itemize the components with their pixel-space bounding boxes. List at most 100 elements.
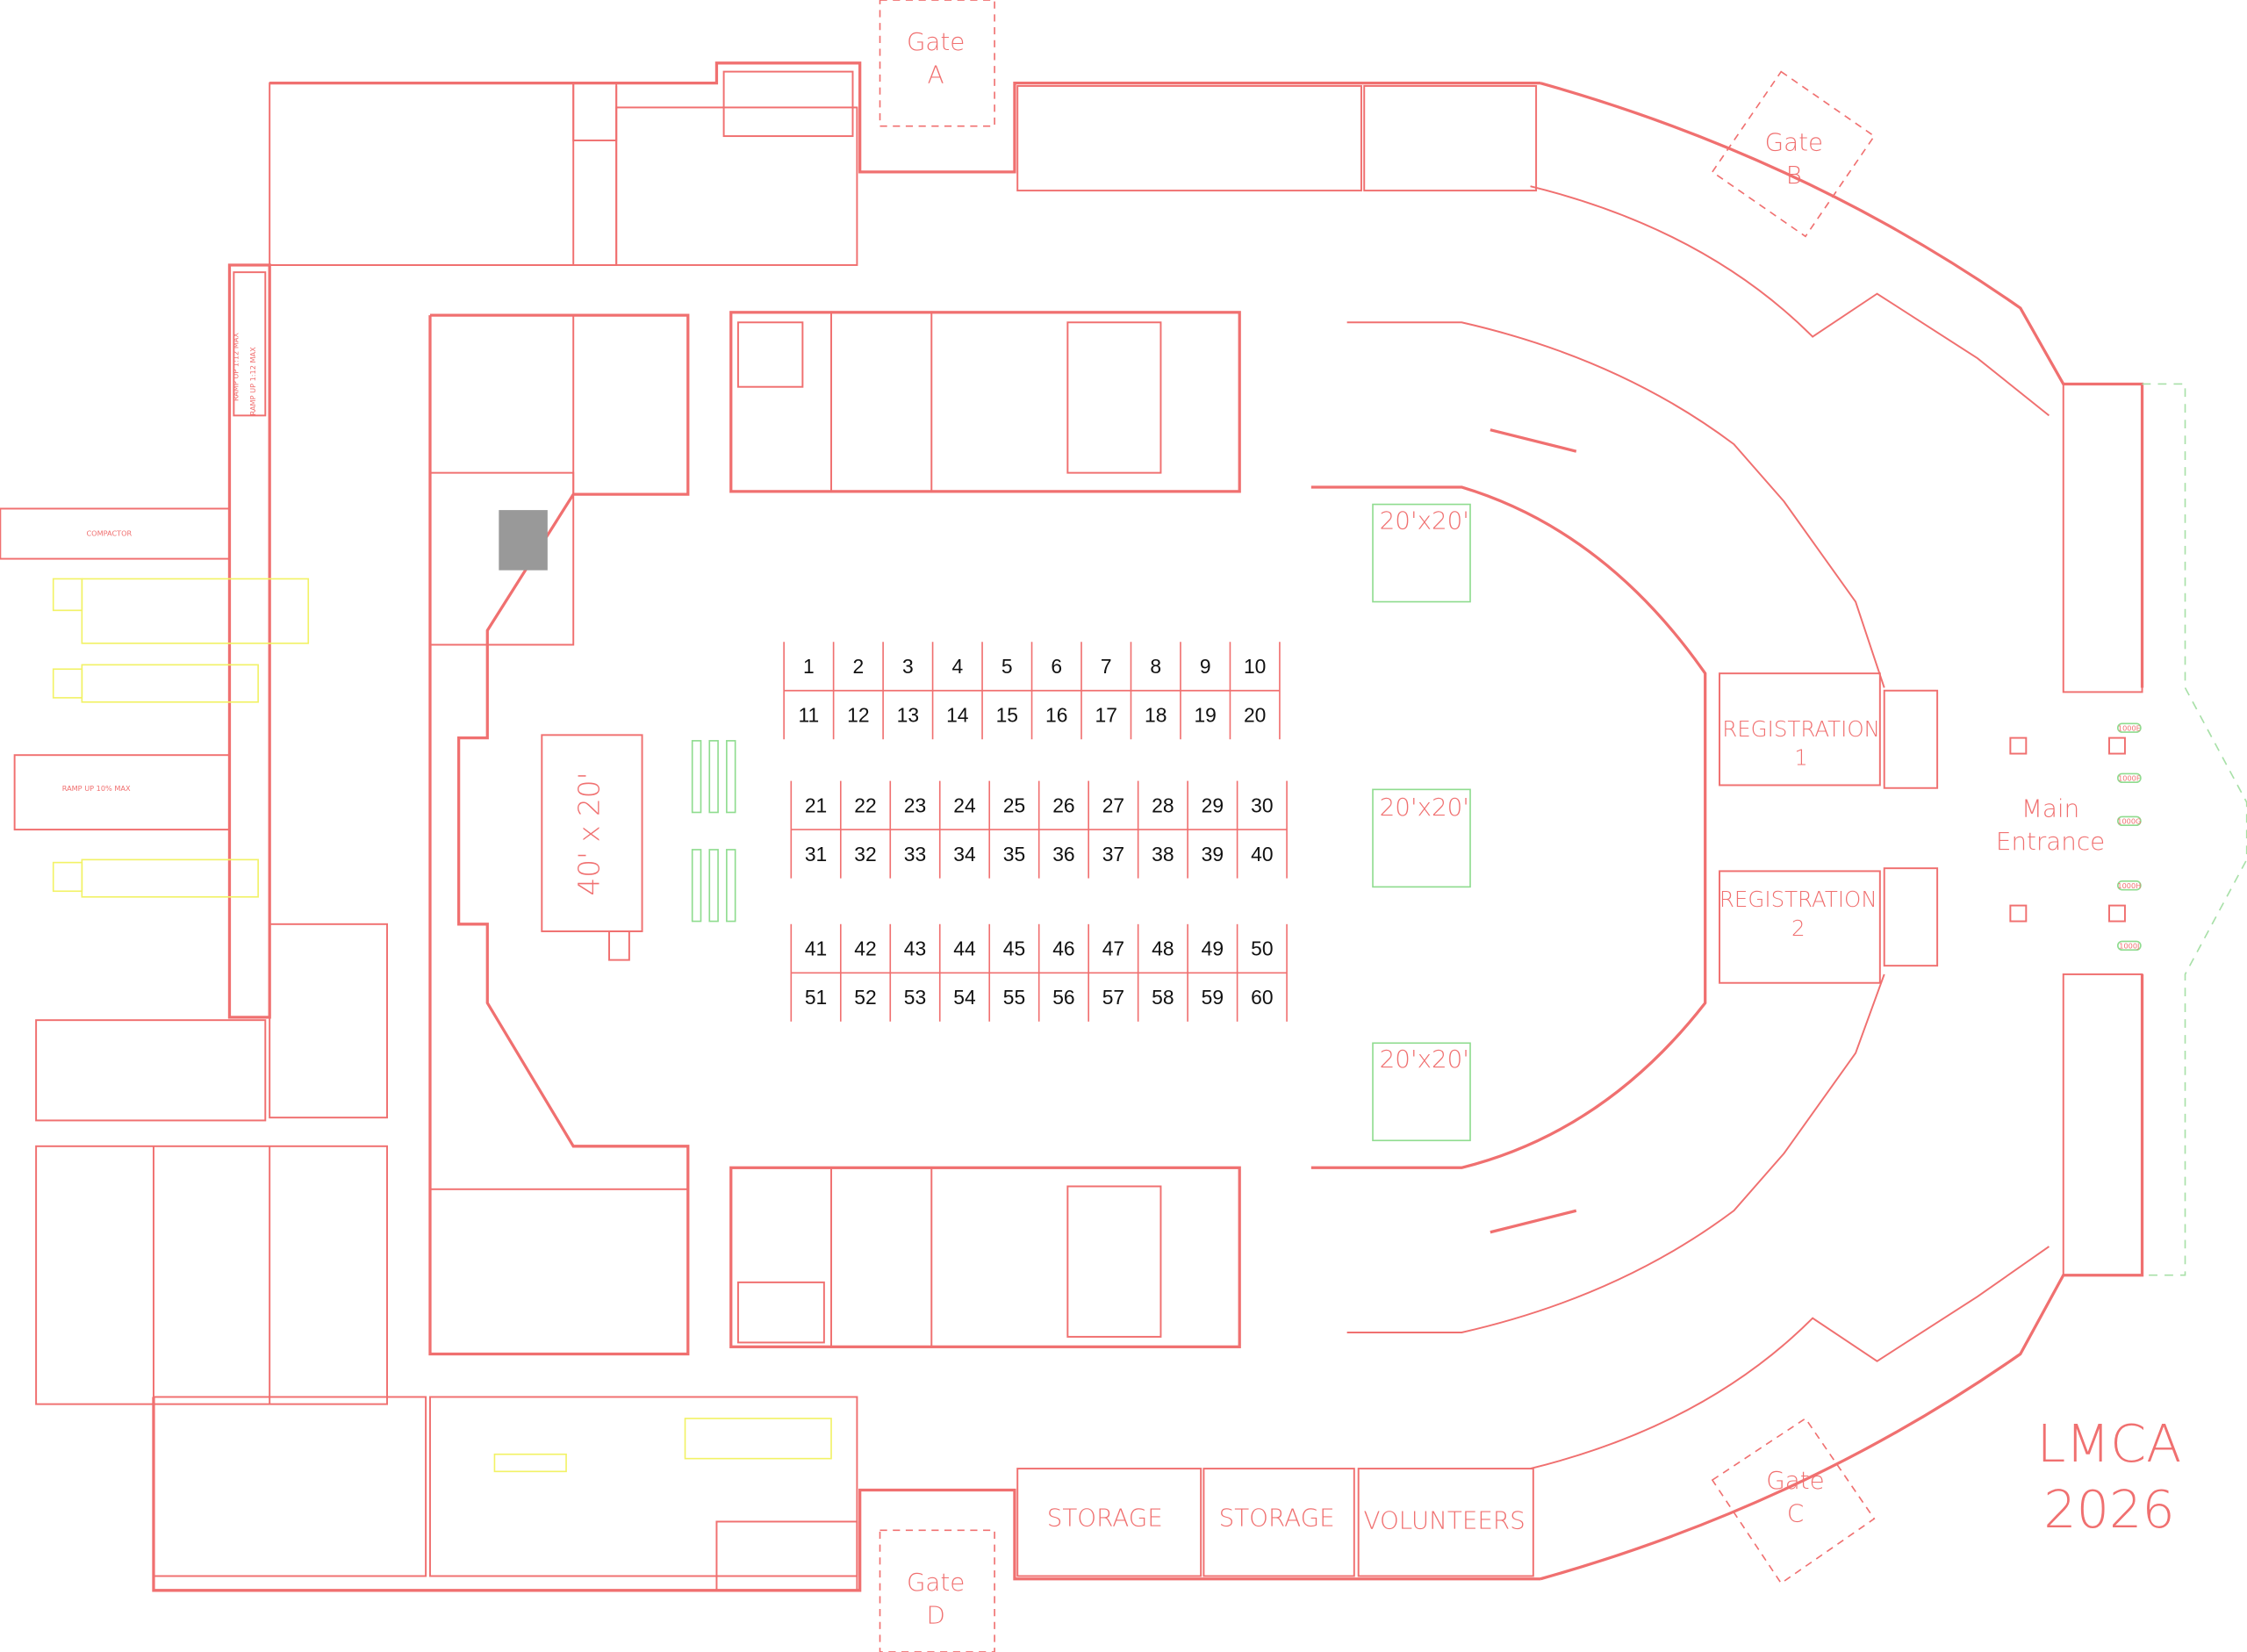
storage-1-label: STORAGE [1047,1503,1163,1532]
booth-number: 28 [1152,794,1174,816]
booth-number: 12 [847,704,869,727]
booth-number: 49 [1202,937,1224,960]
booth-number: 22 [854,794,876,816]
booth-number: 16 [1045,704,1067,727]
booth-number: 3 [902,655,914,678]
door-tag: 1000E [2118,723,2141,732]
registration-1-label: REGISTRATION [1722,716,1880,742]
booth-number: 7 [1101,655,1112,678]
booth-number: 20 [1244,704,1266,727]
gate-d-letter: D [926,1600,944,1629]
registration-1[interactable]: REGISTRATION 1 [1722,716,1880,771]
booth-number: 42 [854,937,876,960]
event-title-line-1: LMCA [2037,1413,2182,1474]
booth-number: 44 [953,937,976,960]
booth-number: 18 [1145,704,1167,727]
booth-number: 25 [1003,794,1025,816]
booth-number: 54 [953,986,976,1009]
booth-20x20-label: 20'x20' [1380,1045,1469,1074]
booth-number: 36 [1052,843,1074,866]
booth-number: 47 [1102,937,1124,960]
booth-number: 43 [904,937,926,960]
booth-number: 59 [1202,986,1224,1009]
loading-dock-trucks [52,578,832,1473]
booth-number: 32 [854,843,876,866]
storage-2-label: STORAGE [1219,1503,1335,1532]
gate-c-letter: C [1787,1498,1804,1527]
registration-2-number: 2 [1791,916,1805,941]
seating-rows [691,740,736,923]
building-walls [0,61,2247,1592]
booth-number: 23 [904,794,926,816]
booth-number: 19 [1194,704,1216,727]
main-entrance-label-2: Entrance [1996,827,2105,856]
gate-b-label: Gate [1765,127,1823,156]
booth-20x20-label: 20'x20' [1380,793,1469,822]
ramp-loading-label: RAMP UP 10% MAX [62,784,131,793]
booth-number: 56 [1052,986,1074,1009]
compactor-label: COMPACTOR [86,528,132,537]
booth-number: 11 [799,704,820,727]
registration-2[interactable]: REGISTRATION 2 [1719,887,1877,941]
booth-number: 58 [1152,986,1174,1009]
booth-number: 29 [1202,794,1224,816]
booth-number: 6 [1051,655,1062,678]
booth-20x20-1[interactable]: 20'x20' [1372,503,1471,603]
gate-a-letter: A [928,61,944,90]
booth-number: 30 [1251,794,1273,816]
booth-number: 45 [1003,937,1025,960]
booth-number: 17 [1095,704,1117,727]
booth-number: 5 [1001,655,1013,678]
booth-number: 10 [1244,655,1266,678]
booth-number: 46 [1052,937,1074,960]
booth-number: 48 [1152,937,1174,960]
booth-number: 60 [1251,986,1273,1009]
gate-b-letter: B [1786,161,1802,190]
door-tag: 1000F [2118,774,2141,783]
booth-number: 2 [853,655,865,678]
gate-c-label: Gate [1766,1466,1824,1495]
booth-number: 55 [1003,986,1025,1009]
door-tag: 1000G [2117,817,2141,826]
door-tag: 1000H [2117,881,2141,890]
gate-d[interactable]: Gate D [879,1529,995,1652]
door-tags: 1000E 1000F 1000G 1000H 1000J [2116,722,2142,952]
booth-number: 26 [1052,794,1074,816]
booth-number: 31 [805,843,827,866]
booth-number: 21 [805,794,827,816]
booth-20x20-2[interactable]: 20'x20' [1372,788,1471,888]
booth-number: 53 [904,986,926,1009]
booth-number: 52 [854,986,876,1009]
gate-b[interactable]: Gate B [1711,70,1876,238]
booth-number: 34 [953,843,976,866]
ramp-1-label: RAMP UP 1:12 MAX [231,333,240,401]
booth-number: 39 [1202,843,1224,866]
booth-number: 57 [1102,986,1124,1009]
door-tag: 1000J [2119,942,2139,951]
gate-c[interactable]: Gate C [1711,1417,1876,1584]
ramp-2-label: RAMP UP 1:12 MAX [248,347,257,415]
booth-number: 14 [946,704,969,727]
event-title-line-2: 2026 [2043,1479,2175,1540]
registration-1-number: 1 [1794,745,1808,771]
booth-number: 33 [904,843,926,866]
gate-d-label: Gate [907,1568,965,1597]
volunteers-label: VOLUNTEERS [1363,1506,1525,1535]
booth-number: 41 [805,937,827,960]
stage-40x20[interactable]: 40' x 20' [541,734,643,961]
booth-number: 15 [996,704,1018,727]
gate-a[interactable]: Gate A [879,0,995,127]
booth-number: 24 [953,794,976,816]
booth-20x20-3[interactable]: 20'x20' [1372,1042,1471,1142]
booth-number: 1 [803,655,815,678]
booth-number: 8 [1150,655,1161,678]
booth-number: 13 [897,704,919,727]
booth-number: 38 [1152,843,1174,866]
booth-number: 35 [1003,843,1025,866]
booth-number: 37 [1102,843,1124,866]
stage-label: 40' x 20' [573,772,607,895]
registration-2-label: REGISTRATION [1719,887,1877,912]
main-entrance[interactable]: Main Entrance [1996,794,2105,856]
booth-number: 51 [805,986,827,1009]
